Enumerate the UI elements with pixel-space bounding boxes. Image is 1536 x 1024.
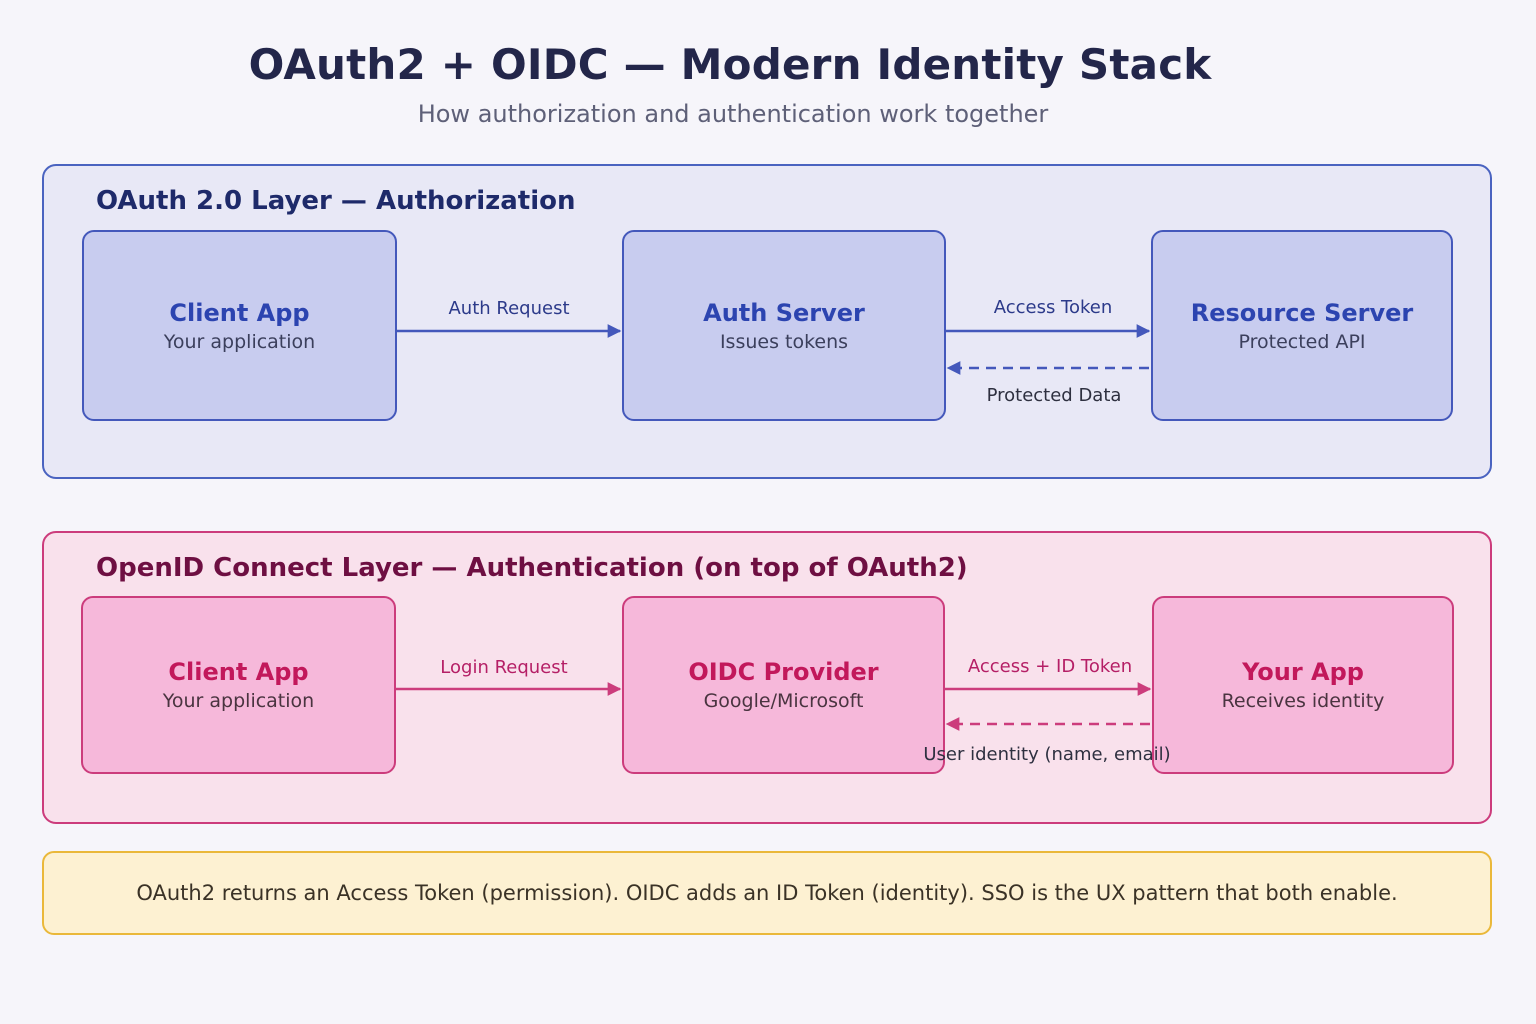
node-subtitle: Google/Microsoft: [703, 690, 864, 712]
summary-note: OAuth2 returns an Access Token (permissi…: [42, 851, 1492, 935]
summary-note-text: OAuth2 returns an Access Token (permissi…: [136, 880, 1398, 905]
edge-access-token-label: Access Token: [994, 297, 1113, 318]
diagram-subtitle: How authorization and authentication wor…: [417, 100, 1049, 128]
oidc-provider-node: OIDC Provider Google/Microsoft: [622, 596, 945, 774]
node-subtitle: Your application: [163, 330, 316, 353]
edge-login-request-label: Login Request: [440, 657, 567, 678]
auth-server-node: Auth Server Issues tokens: [622, 230, 946, 421]
node-title: Auth Server: [703, 298, 865, 327]
node-title: Your App: [1242, 658, 1364, 686]
oidc-layer-title: OpenID Connect Layer — Authentication (o…: [96, 553, 968, 583]
node-subtitle: Receives identity: [1221, 690, 1385, 712]
oauth-layer-title: OAuth 2.0 Layer — Authorization: [96, 186, 576, 216]
node-title: Client App: [169, 298, 310, 327]
node-title: Resource Server: [1190, 298, 1414, 327]
node-title: OIDC Provider: [688, 658, 879, 686]
your-app-node: Your App Receives identity: [1152, 596, 1454, 774]
edge-auth-request-label: Auth Request: [448, 298, 569, 319]
oidc-client-app-node: Client App Your application: [81, 596, 396, 774]
edge-access-id-token-label: Access + ID Token: [968, 656, 1132, 677]
edge-protected-data-label: Protected Data: [987, 385, 1122, 406]
node-subtitle: Protected API: [1238, 330, 1366, 353]
resource-server-node: Resource Server Protected API: [1151, 230, 1453, 421]
node-subtitle: Your application: [162, 690, 315, 712]
diagram-title: OAuth2 + OIDC — Modern Identity Stack: [248, 40, 1212, 89]
node-title: Client App: [168, 658, 309, 686]
node-subtitle: Issues tokens: [719, 330, 849, 353]
edge-user-identity-label: User identity (name, email): [923, 744, 1170, 765]
oauth-client-app-node: Client App Your application: [82, 230, 397, 421]
